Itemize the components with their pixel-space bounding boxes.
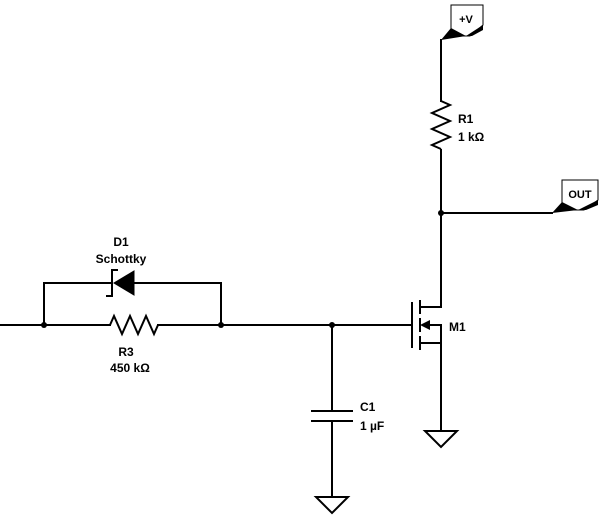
mosfet-m1: M1: [411, 300, 466, 350]
supply-label: +V: [459, 14, 473, 26]
capacitor-c1: C1 1 µF: [311, 324, 384, 498]
c1-name: C1: [360, 400, 376, 414]
junction-dots: [41, 210, 444, 328]
r3-name: R3: [118, 345, 134, 359]
diode-d1: D1 Schottky: [43, 235, 222, 326]
m1-name: M1: [449, 320, 466, 334]
ground-symbol-c1: [313, 496, 351, 515]
d1-type: Schottky: [96, 252, 147, 266]
output-port: OUT: [552, 179, 599, 213]
resistor-r1: R1 1 kΩ: [429, 39, 485, 150]
r3-value: 450 kΩ: [110, 361, 150, 375]
supply-port: +V: [441, 4, 484, 40]
r1-value: 1 kΩ: [458, 130, 485, 144]
resistor-r3: R3 450 kΩ: [43, 313, 222, 375]
output-label: OUT: [568, 189, 592, 201]
r1-name: R1: [458, 112, 474, 126]
d1-name: D1: [113, 235, 129, 249]
ground-symbol-m1: [422, 430, 460, 449]
c1-value: 1 µF: [360, 419, 384, 433]
